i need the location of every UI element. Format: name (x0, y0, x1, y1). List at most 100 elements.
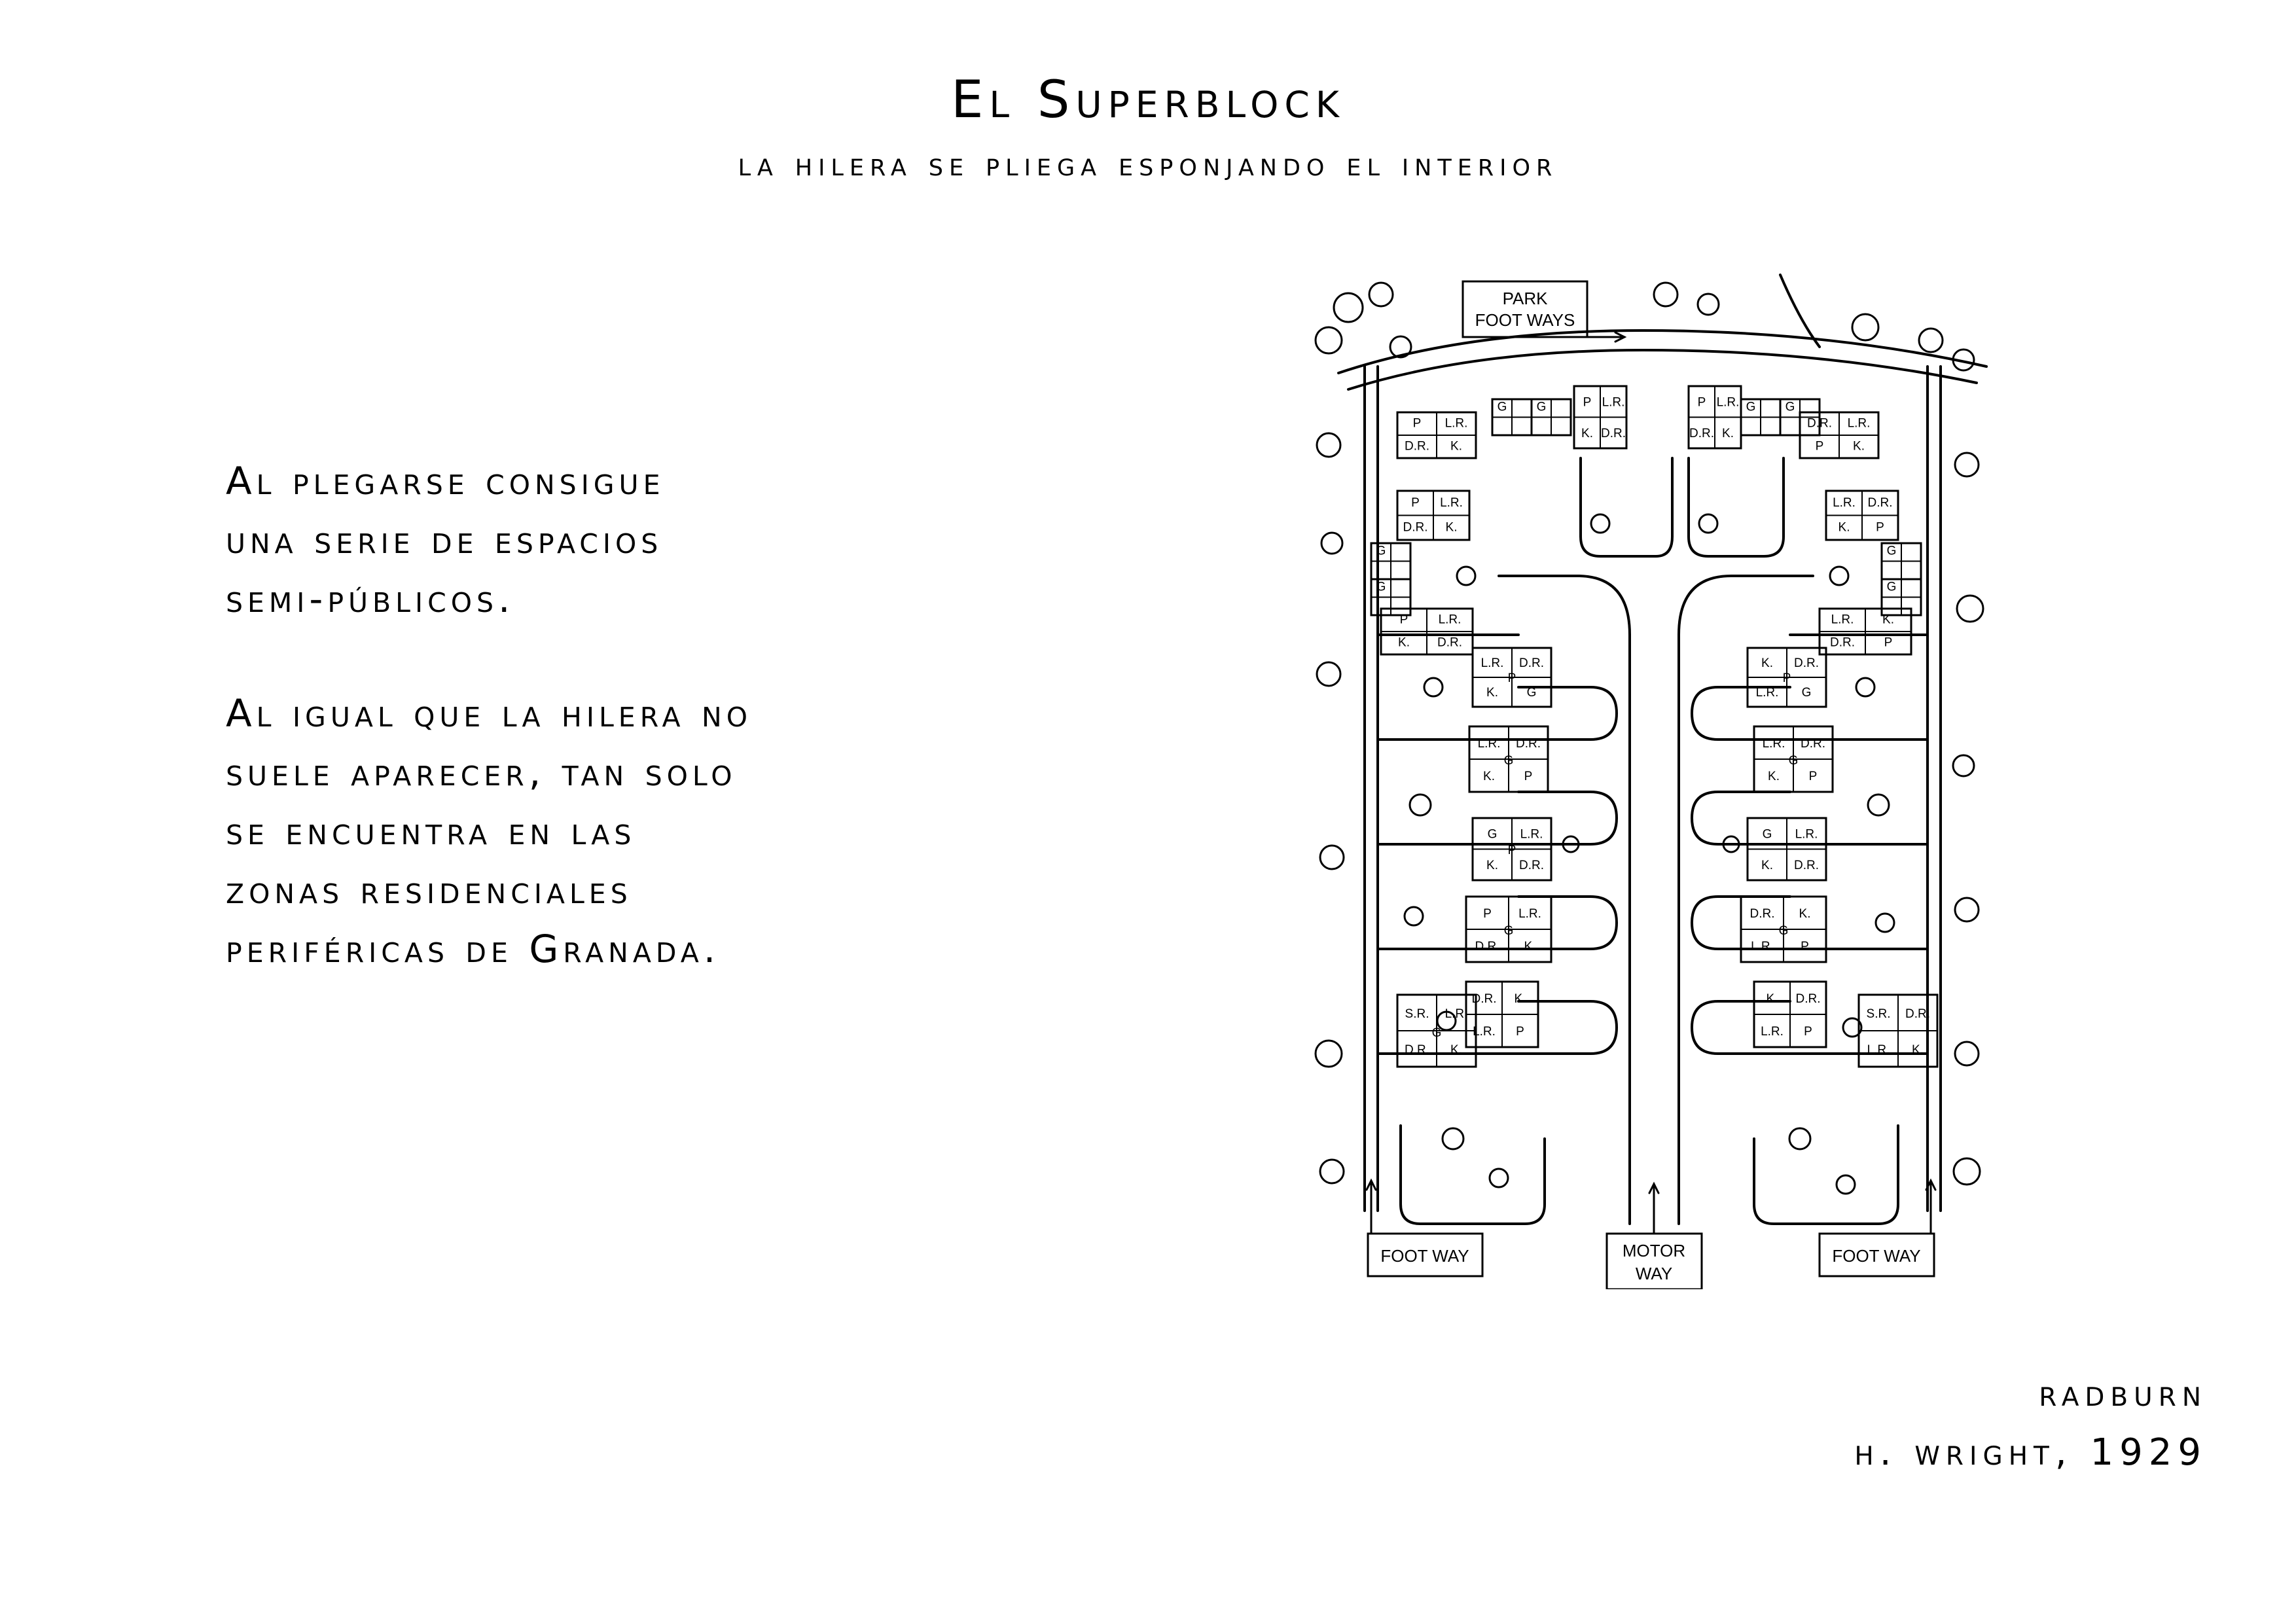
room-label: G (1779, 924, 1789, 938)
motor-way-arrow-head (1648, 1181, 1660, 1194)
tree-icon (1590, 513, 1611, 534)
room-label: G (1498, 401, 1507, 414)
image-credit: radburn h. wright, 1929 (1854, 1364, 2207, 1482)
room-label: D.R. (1519, 656, 1544, 670)
park-footway-path (1337, 329, 1988, 374)
room-label: D.R. (1807, 416, 1832, 430)
room-label: L.R. (1848, 416, 1871, 430)
room-label: K. (1486, 686, 1498, 700)
tree-icon (1488, 1168, 1509, 1188)
room-label: D.R. (1830, 635, 1855, 649)
house-plan: K.D.R.L.R.P (1753, 980, 1827, 1048)
tree-icon (1956, 594, 1984, 623)
room-label: P (1783, 671, 1791, 685)
central-road-top (1498, 575, 1631, 636)
room-label: G (1432, 1026, 1442, 1040)
room-label: K. (1398, 635, 1410, 649)
room-label: G (1763, 827, 1772, 841)
page-title: El Superblock (951, 71, 1345, 130)
paragraph-2-line: suele aparecer, tan solo (226, 750, 737, 794)
room-label: L.R. (1761, 1025, 1784, 1039)
tree-icon (1319, 844, 1345, 870)
tree-icon (1954, 452, 1980, 478)
room-label: D.R. (1601, 427, 1626, 440)
room-label: L.R. (1481, 656, 1504, 670)
room-label: K. (1581, 427, 1593, 440)
foot-way-left-arrow-head (1365, 1178, 1377, 1191)
park-label-line: FOOT WAYS (1475, 310, 1575, 330)
cul-de-sac-loops (1399, 457, 1899, 1225)
tree-icon (1314, 1039, 1343, 1068)
foot-way-right-label: FOOT WAY (1832, 1246, 1920, 1266)
paragraph-1: Al plegarse consigue una serie de espaci… (226, 452, 664, 628)
tree-icon (1722, 835, 1740, 853)
house-plan: D.R.K.L.R.PG (1740, 895, 1827, 963)
paragraph-1-line: Al plegarse consigue (226, 459, 665, 503)
room-label: L.R. (1795, 827, 1818, 841)
room-label: D.R. (1868, 496, 1893, 510)
tree-icon (1874, 912, 1895, 933)
house-plan: G (1370, 542, 1412, 580)
foot-way-right-arrow-head (1925, 1178, 1937, 1191)
room-label: L.R. (1867, 1043, 1890, 1057)
room-label: G (1746, 401, 1756, 414)
tree-icon (1842, 1017, 1863, 1038)
tree-icon (1316, 432, 1342, 458)
tree-icon (1316, 661, 1342, 687)
house-plan: L.R.D.R.K.P (1825, 490, 1899, 541)
room-label: P (1809, 770, 1818, 783)
room-label: P (1801, 940, 1809, 954)
room-label: D.R. (1519, 859, 1544, 872)
room-label: K. (1483, 770, 1495, 783)
tree-icon (1333, 292, 1364, 323)
house-plan: D.R.K.L.R.P (1465, 980, 1539, 1048)
room-label: L.R. (1478, 737, 1501, 751)
room-label: G (1785, 401, 1795, 414)
room-label: K. (1761, 656, 1773, 670)
room-label: K. (1839, 521, 1850, 535)
room-label: G (1527, 686, 1537, 700)
tree-icon (1319, 1158, 1345, 1185)
house-plan: K.D.R.L.R.GP (1746, 647, 1827, 708)
room-label: K. (1799, 907, 1811, 921)
room-label: G (1504, 924, 1514, 938)
room-label: L.R. (1520, 827, 1543, 841)
tree-icon (1918, 327, 1944, 353)
park-footway-path (1347, 348, 1978, 391)
room-label: D.R. (1801, 737, 1825, 751)
room-label: D.R. (1689, 427, 1714, 440)
foot-way-right-label-box (1818, 1232, 1935, 1277)
room-label: L.R. (1833, 496, 1856, 510)
room-label: P (1816, 439, 1824, 453)
room-label: D.R. (1475, 940, 1500, 954)
paragraph-1-line: una serie de espacios (226, 518, 663, 562)
tree-icon (1851, 313, 1880, 342)
tree-icon (1423, 677, 1444, 698)
park-label-line: PARK (1503, 289, 1549, 308)
paragraph-1-line: semi-públicos. (226, 577, 515, 621)
tree-icon (1389, 335, 1412, 359)
room-label: L.R. (1445, 1007, 1468, 1021)
room-label: L.R. (1717, 395, 1740, 409)
house-plan: G (1880, 578, 1922, 616)
house-plan: L.R.D.R.K.PG (1753, 725, 1834, 793)
tree-icon (1788, 1127, 1812, 1150)
room-label: P (1400, 613, 1408, 626)
tree-icon (1436, 1010, 1457, 1031)
room-label: G (1887, 544, 1897, 558)
tree-icon (1954, 897, 1980, 923)
room-label: K. (1722, 427, 1734, 440)
park-footways-label-box (1462, 280, 1588, 338)
room-label: L.R. (1763, 737, 1785, 751)
room-label: K. (1882, 613, 1894, 626)
house-plan: L.R.D.R.K.PG (1468, 725, 1549, 793)
room-label: P (1516, 1025, 1524, 1039)
tree-icon (1456, 565, 1477, 586)
tree-icon (1698, 513, 1719, 534)
tree-icon (1829, 565, 1850, 586)
room-label: G (1376, 544, 1386, 558)
paragraph-2-line: periféricas de Granada. (226, 927, 721, 971)
